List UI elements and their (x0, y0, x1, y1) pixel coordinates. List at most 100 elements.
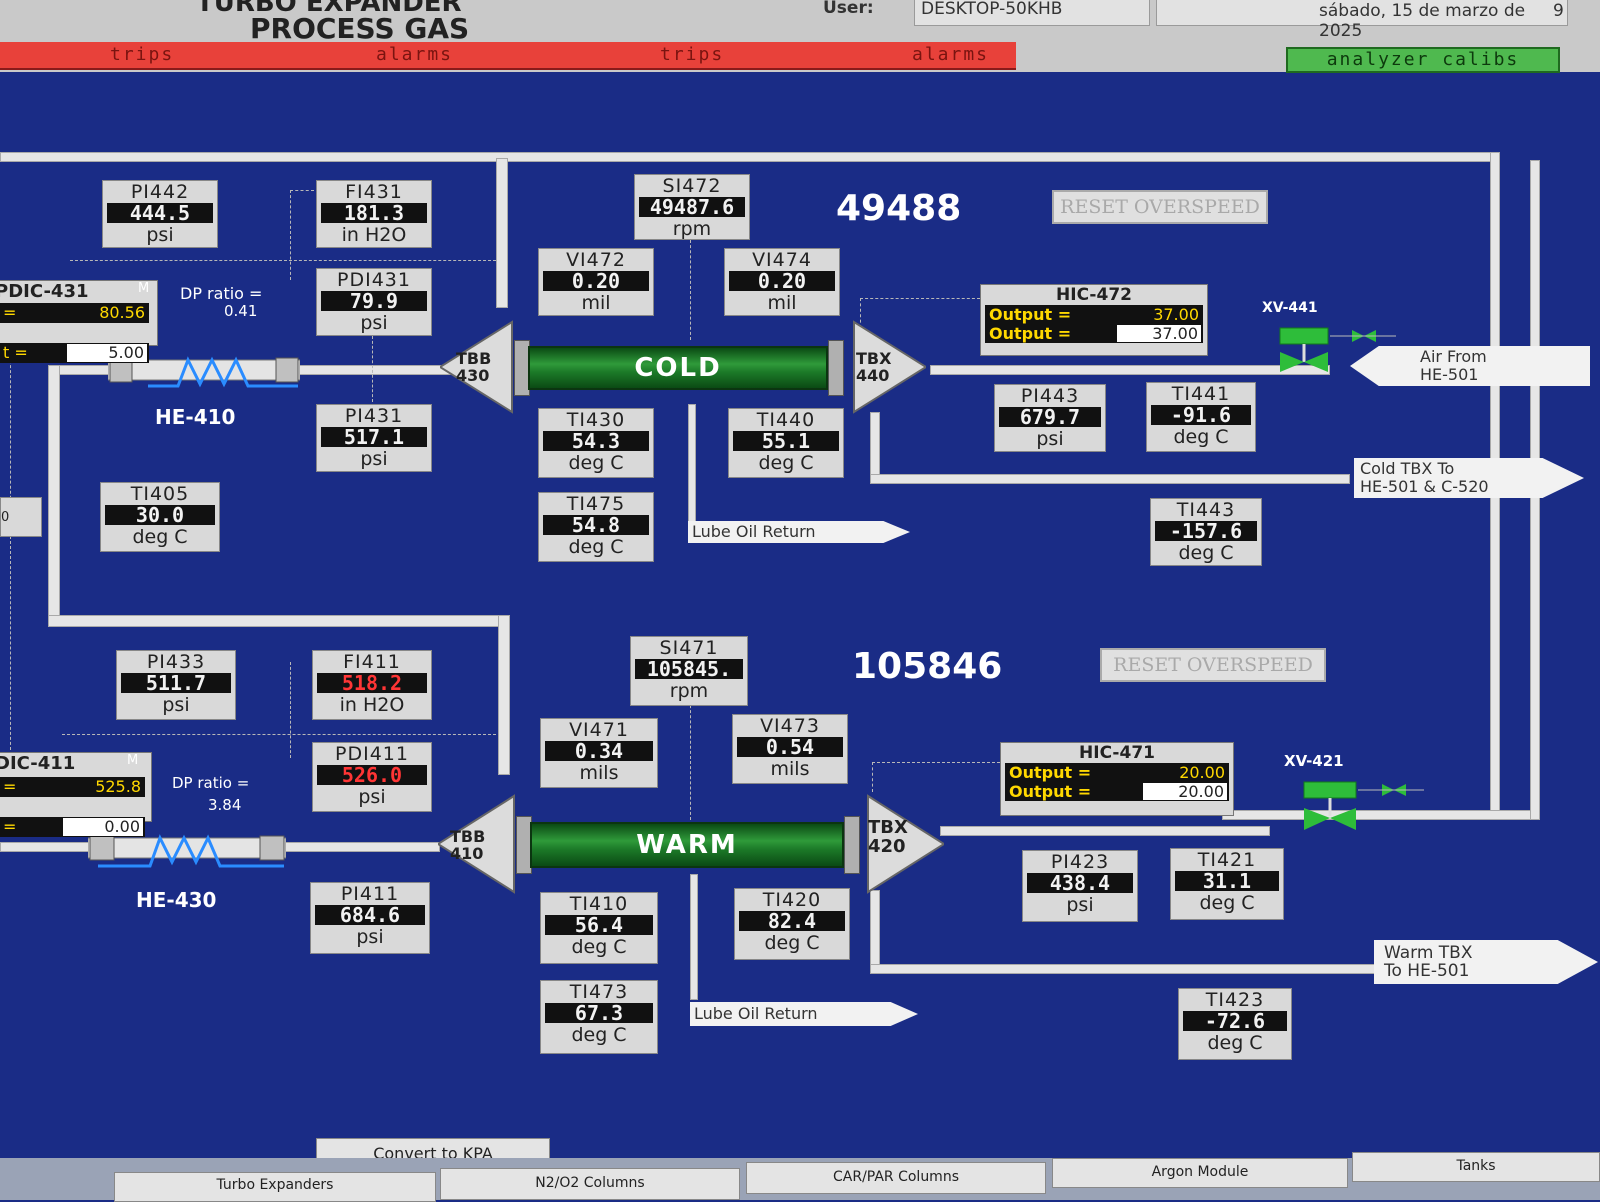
pdic-411-controller[interactable]: DIC-411 M = 525.8 = 0.00 (0, 752, 152, 837)
tbb430-label[interactable]: TBB 430 (456, 350, 491, 384)
readout-ti423[interactable]: TI423 -72.6 deg C (1178, 988, 1292, 1060)
readout-vi473[interactable]: VI473 0.54 mils (732, 714, 848, 784)
tbx420-label[interactable]: TBX 420 (868, 818, 908, 856)
xv421-valve-icon[interactable] (1300, 776, 1424, 836)
ti441-unit: deg C (1173, 426, 1229, 448)
si472-value: 49487.6 (639, 197, 745, 217)
pi443-unit: psi (1036, 428, 1064, 450)
readout-vi471[interactable]: VI471 0.34 mils (540, 718, 658, 788)
pi431-unit: psi (360, 448, 388, 470)
readout-ti421[interactable]: TI421 31.1 deg C (1170, 848, 1284, 920)
readout-ti441[interactable]: TI441 -91.6 deg C (1146, 382, 1256, 452)
readout-ti410[interactable]: TI410 56.4 deg C (540, 892, 658, 964)
tab-alarms-1[interactable]: alarms (376, 44, 454, 65)
readout-pi433[interactable]: PI433 511.7 psi (116, 650, 236, 720)
pdic411-out-label: = (3, 817, 17, 836)
vi472-tag: VI472 (566, 249, 626, 271)
pi411-unit: psi (356, 926, 384, 948)
readout-vi474[interactable]: VI474 0.20 mil (724, 248, 840, 316)
pdic431-sp-value: 80.56 (99, 303, 145, 322)
xv441-label: XV-441 (1262, 300, 1318, 316)
warm-dp-ratio-label: DP ratio = (172, 774, 250, 792)
hic472-output1-label: Output = (989, 305, 1072, 324)
pi423-value: 438.4 (1027, 873, 1133, 893)
readout-fi431[interactable]: FI431 181.3 in H2O (316, 180, 432, 248)
hic472-output2-label: Output = (989, 324, 1072, 343)
warm-reset-overspeed-button[interactable]: RESET OVERSPEED (1100, 648, 1326, 682)
readout-ti420[interactable]: TI420 82.4 deg C (734, 888, 850, 960)
navigation-tab-bar: Turbo Expanders N2/O2 Columns CAR/PAR Co… (0, 1152, 1600, 1202)
readout-ti473[interactable]: TI473 67.3 deg C (540, 980, 658, 1054)
heat-exchanger-he430[interactable] (87, 834, 287, 868)
xv441-valve-icon[interactable] (1276, 322, 1396, 378)
tab-car-par-columns[interactable]: CAR/PAR Columns (746, 1162, 1046, 1194)
hic472-output2-input[interactable]: 37.00 (1117, 325, 1201, 342)
ti473-unit: deg C (571, 1024, 627, 1046)
hic471-output1-value: 20.00 (1179, 763, 1225, 782)
pdi411-unit: psi (358, 786, 386, 808)
readout-ti405[interactable]: TI405 30.0 deg C (100, 482, 220, 552)
tbb410-label[interactable]: TBB 410 (450, 828, 485, 862)
pdic-431-controller[interactable]: PDIC-431 M = 80.56 t = 5.00 (0, 280, 158, 363)
ti420-value: 82.4 (739, 911, 845, 931)
warm-turbine-shaft[interactable]: WARM (530, 822, 844, 868)
cold-reset-overspeed-button[interactable]: RESET OVERSPEED (1052, 190, 1268, 224)
hic471-output2-input[interactable]: 20.00 (1143, 783, 1227, 800)
pi433-tag: PI433 (146, 651, 206, 673)
tbx440-tag: TBX (856, 349, 892, 368)
ti443-tag: TI443 (1176, 499, 1236, 521)
tab-argon-module[interactable]: Argon Module (1052, 1158, 1348, 1188)
readout-pi442[interactable]: PI442 444.5 psi (102, 180, 218, 248)
tbb430-num: 430 (456, 366, 490, 385)
readout-vi472[interactable]: VI472 0.20 mil (538, 248, 654, 316)
pi423-tag: PI423 (1050, 851, 1110, 873)
fi431-unit: in H2O (341, 224, 407, 246)
tbx440-num: 440 (856, 366, 890, 385)
ti430-value: 54.3 (543, 431, 649, 451)
hic-471-controller[interactable]: HIC-471 Output = 20.00 Output = 20.00 (1000, 742, 1234, 816)
readout-pi431[interactable]: PI431 517.1 psi (316, 404, 432, 472)
tab-tanks[interactable]: Tanks (1352, 1152, 1600, 1182)
pdic411-out-value[interactable]: 0.00 (63, 818, 143, 836)
left-stub-box[interactable]: 0 (0, 497, 42, 537)
ti440-value: 55.1 (733, 431, 839, 451)
heat-exchanger-he410[interactable] (107, 356, 301, 388)
user-field: DESKTOP-50KHB (914, 0, 1150, 26)
air-from-line1: Air From (1420, 347, 1487, 366)
readout-pi411[interactable]: PI411 684.6 psi (310, 882, 430, 954)
readout-fi411[interactable]: FI411 518.2 in H2O (312, 650, 432, 720)
cold-turbine-shaft[interactable]: COLD (528, 346, 828, 390)
ti421-tag: TI421 (1197, 849, 1257, 871)
pi442-unit: psi (146, 224, 174, 246)
pdic431-out-value[interactable]: 5.00 (67, 344, 147, 362)
tab-trips-2[interactable]: trips (660, 44, 725, 65)
tab-turbo-expanders[interactable]: Turbo Expanders (114, 1172, 436, 1202)
pi423-unit: psi (1066, 894, 1094, 916)
ti421-unit: deg C (1199, 892, 1255, 914)
pdic411-sp-value: 525.8 (95, 777, 141, 796)
analyzer-calibs-button[interactable]: analyzer calibs (1286, 47, 1560, 73)
ti430-unit: deg C (568, 452, 624, 474)
readout-ti430[interactable]: TI430 54.3 deg C (538, 408, 654, 478)
readout-si471[interactable]: SI471 105845. rpm (630, 636, 748, 706)
vi474-unit: mil (767, 292, 797, 314)
ti423-tag: TI423 (1205, 989, 1265, 1011)
readout-ti475[interactable]: TI475 54.8 deg C (538, 492, 654, 562)
ti410-tag: TI410 (569, 893, 629, 915)
pi431-tag: PI431 (344, 405, 404, 427)
readout-pdi431[interactable]: PDI431 79.9 psi (316, 268, 432, 336)
readout-pi443[interactable]: PI443 679.7 psi (994, 384, 1106, 452)
readout-si472[interactable]: SI472 49487.6 rpm (634, 174, 750, 240)
tab-alarms-2[interactable]: alarms (912, 44, 990, 65)
hic-472-controller[interactable]: HIC-472 Output = 37.00 Output = 37.00 (980, 284, 1208, 356)
tbx440-label[interactable]: TBX 440 (856, 350, 891, 384)
pi442-value: 444.5 (107, 203, 213, 223)
cold-tbx-to-label: Cold TBX To HE-501 & C-520 (1354, 458, 1584, 498)
tab-trips-1[interactable]: trips (110, 44, 175, 65)
readout-ti443[interactable]: TI443 -157.6 deg C (1150, 498, 1262, 566)
readout-pdi411[interactable]: PDI411 526.0 psi (312, 742, 432, 812)
readout-ti440[interactable]: TI440 55.1 deg C (728, 408, 844, 478)
readout-pi423[interactable]: PI423 438.4 psi (1022, 850, 1138, 922)
hic472-tag: HIC-472 (1056, 285, 1132, 305)
tab-n2-o2-columns[interactable]: N2/O2 Columns (440, 1168, 740, 1200)
